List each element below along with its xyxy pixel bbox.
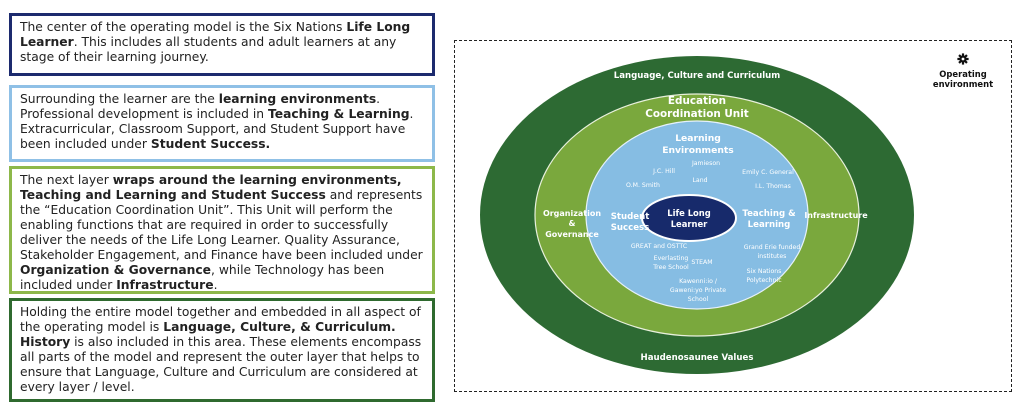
- core-label-line1: Life Long: [667, 208, 711, 218]
- school-om-smith: O.M. Smith: [626, 182, 660, 189]
- education-coordination-text-part: .: [213, 278, 218, 292]
- operating-model-diagram: Operating environment Language, Culture …: [480, 53, 993, 374]
- item-six-nations-line1: Six Nations: [747, 268, 782, 275]
- item-kawenni-line3: School: [688, 296, 709, 303]
- center-text-part: The center of the operating model is the…: [20, 20, 347, 34]
- language-culture-text-part: History: [20, 335, 71, 349]
- school-jc-hill: J.C. Hill: [652, 168, 675, 175]
- language-culture-text-part: is also included in this area. These ele…: [20, 335, 422, 394]
- operating-environment-frame: [454, 40, 1012, 392]
- education-coordination-description-box: The next layer wraps around the learning…: [9, 166, 435, 294]
- school-emily-c-general: Emily C. General: [742, 169, 794, 176]
- item-kawenni-line1: Kawenni:io /: [679, 278, 718, 285]
- teaching-learning-line1: Teaching &: [742, 209, 796, 219]
- organization-governance-line1: Organization: [543, 209, 601, 218]
- center-text-part: . This includes all students and adult l…: [20, 35, 397, 64]
- education-coordination-text-part: The next layer: [20, 173, 113, 187]
- teaching-learning-line2: Learning: [748, 220, 791, 230]
- item-grand-erie-line1: Grand Erie funded: [744, 244, 801, 251]
- education-coordination-text-part: Infrastructure: [116, 278, 214, 292]
- legend-label-line1: Operating: [939, 69, 986, 79]
- student-success-line2: Success: [611, 223, 650, 233]
- learning-environments-text-part: . Professional development is included i…: [20, 92, 381, 121]
- school-il-thomas: I.L. Thomas: [755, 183, 791, 190]
- center-description-box: The center of the operating model is the…: [9, 13, 435, 76]
- learning-environments-text-part: Surrounding the learner are the: [20, 92, 219, 106]
- education-coordination-text-part: Organization & Governance: [20, 263, 212, 277]
- item-kawenni-line2: Gaweni:yo Private: [670, 287, 726, 294]
- infrastructure-label: Infrastructure: [804, 211, 868, 220]
- legend-label-line2: environment: [933, 79, 993, 89]
- item-everlasting-line1: Everlasting: [654, 255, 689, 262]
- item-great-osttc: GREAT and OSTTC: [631, 243, 687, 250]
- learning-environments-text-part: Teaching & Learning: [267, 107, 410, 121]
- school-land: Land: [692, 177, 707, 184]
- inner-ring-title-line1: Learning: [675, 133, 721, 144]
- language-culture-text-part: Holding the entire model together and em…: [20, 305, 421, 334]
- student-success-line1: Student: [611, 212, 650, 222]
- life-long-learner-core: [641, 194, 737, 242]
- item-grand-erie-line2: institutes: [758, 253, 787, 260]
- education-coordination-text-part: wraps around the learning environments, …: [20, 173, 402, 202]
- learning-environments-description-box: Surrounding the learner are the learning…: [9, 85, 435, 162]
- gear-icon: [957, 53, 969, 65]
- language-culture-text-part: Language, Culture, & Curriculum.: [163, 320, 396, 334]
- middle-ring-title-line1: Education: [668, 95, 726, 107]
- language-culture-description-box: Holding the entire model together and em…: [9, 298, 435, 402]
- education-coordination-text-part: and represents the “Education Coordinati…: [20, 188, 423, 262]
- inner-ring-title-line2: Environments: [662, 145, 734, 156]
- outer-ring-bottom-label: Haudenosaunee Values: [641, 353, 754, 363]
- center-text-part: Life Long Learner: [20, 20, 411, 49]
- middle-ring-title-line2: Coordination Unit: [645, 108, 749, 120]
- learning-environments-text-part: Student Success.: [150, 137, 271, 151]
- learning-environments-text-part: learning environments: [218, 92, 377, 106]
- organization-governance-line2: &: [569, 219, 576, 228]
- item-everlasting-line2: Tree School: [652, 264, 689, 271]
- outer-ring-top-label: Language, Culture and Curriculum: [614, 71, 781, 81]
- core-label-line2: Learner: [671, 219, 708, 229]
- item-six-nations-line2: Polytechnic: [746, 277, 782, 284]
- item-steam: STEAM: [691, 259, 712, 266]
- learning-environments-text-part: . Extracurricular, Classroom Support, an…: [20, 107, 414, 151]
- organization-governance-line3: Governance: [545, 230, 599, 239]
- school-jamieson: Jamieson: [691, 160, 720, 167]
- education-coordination-text-part: , while Technology has been included und…: [20, 263, 385, 292]
